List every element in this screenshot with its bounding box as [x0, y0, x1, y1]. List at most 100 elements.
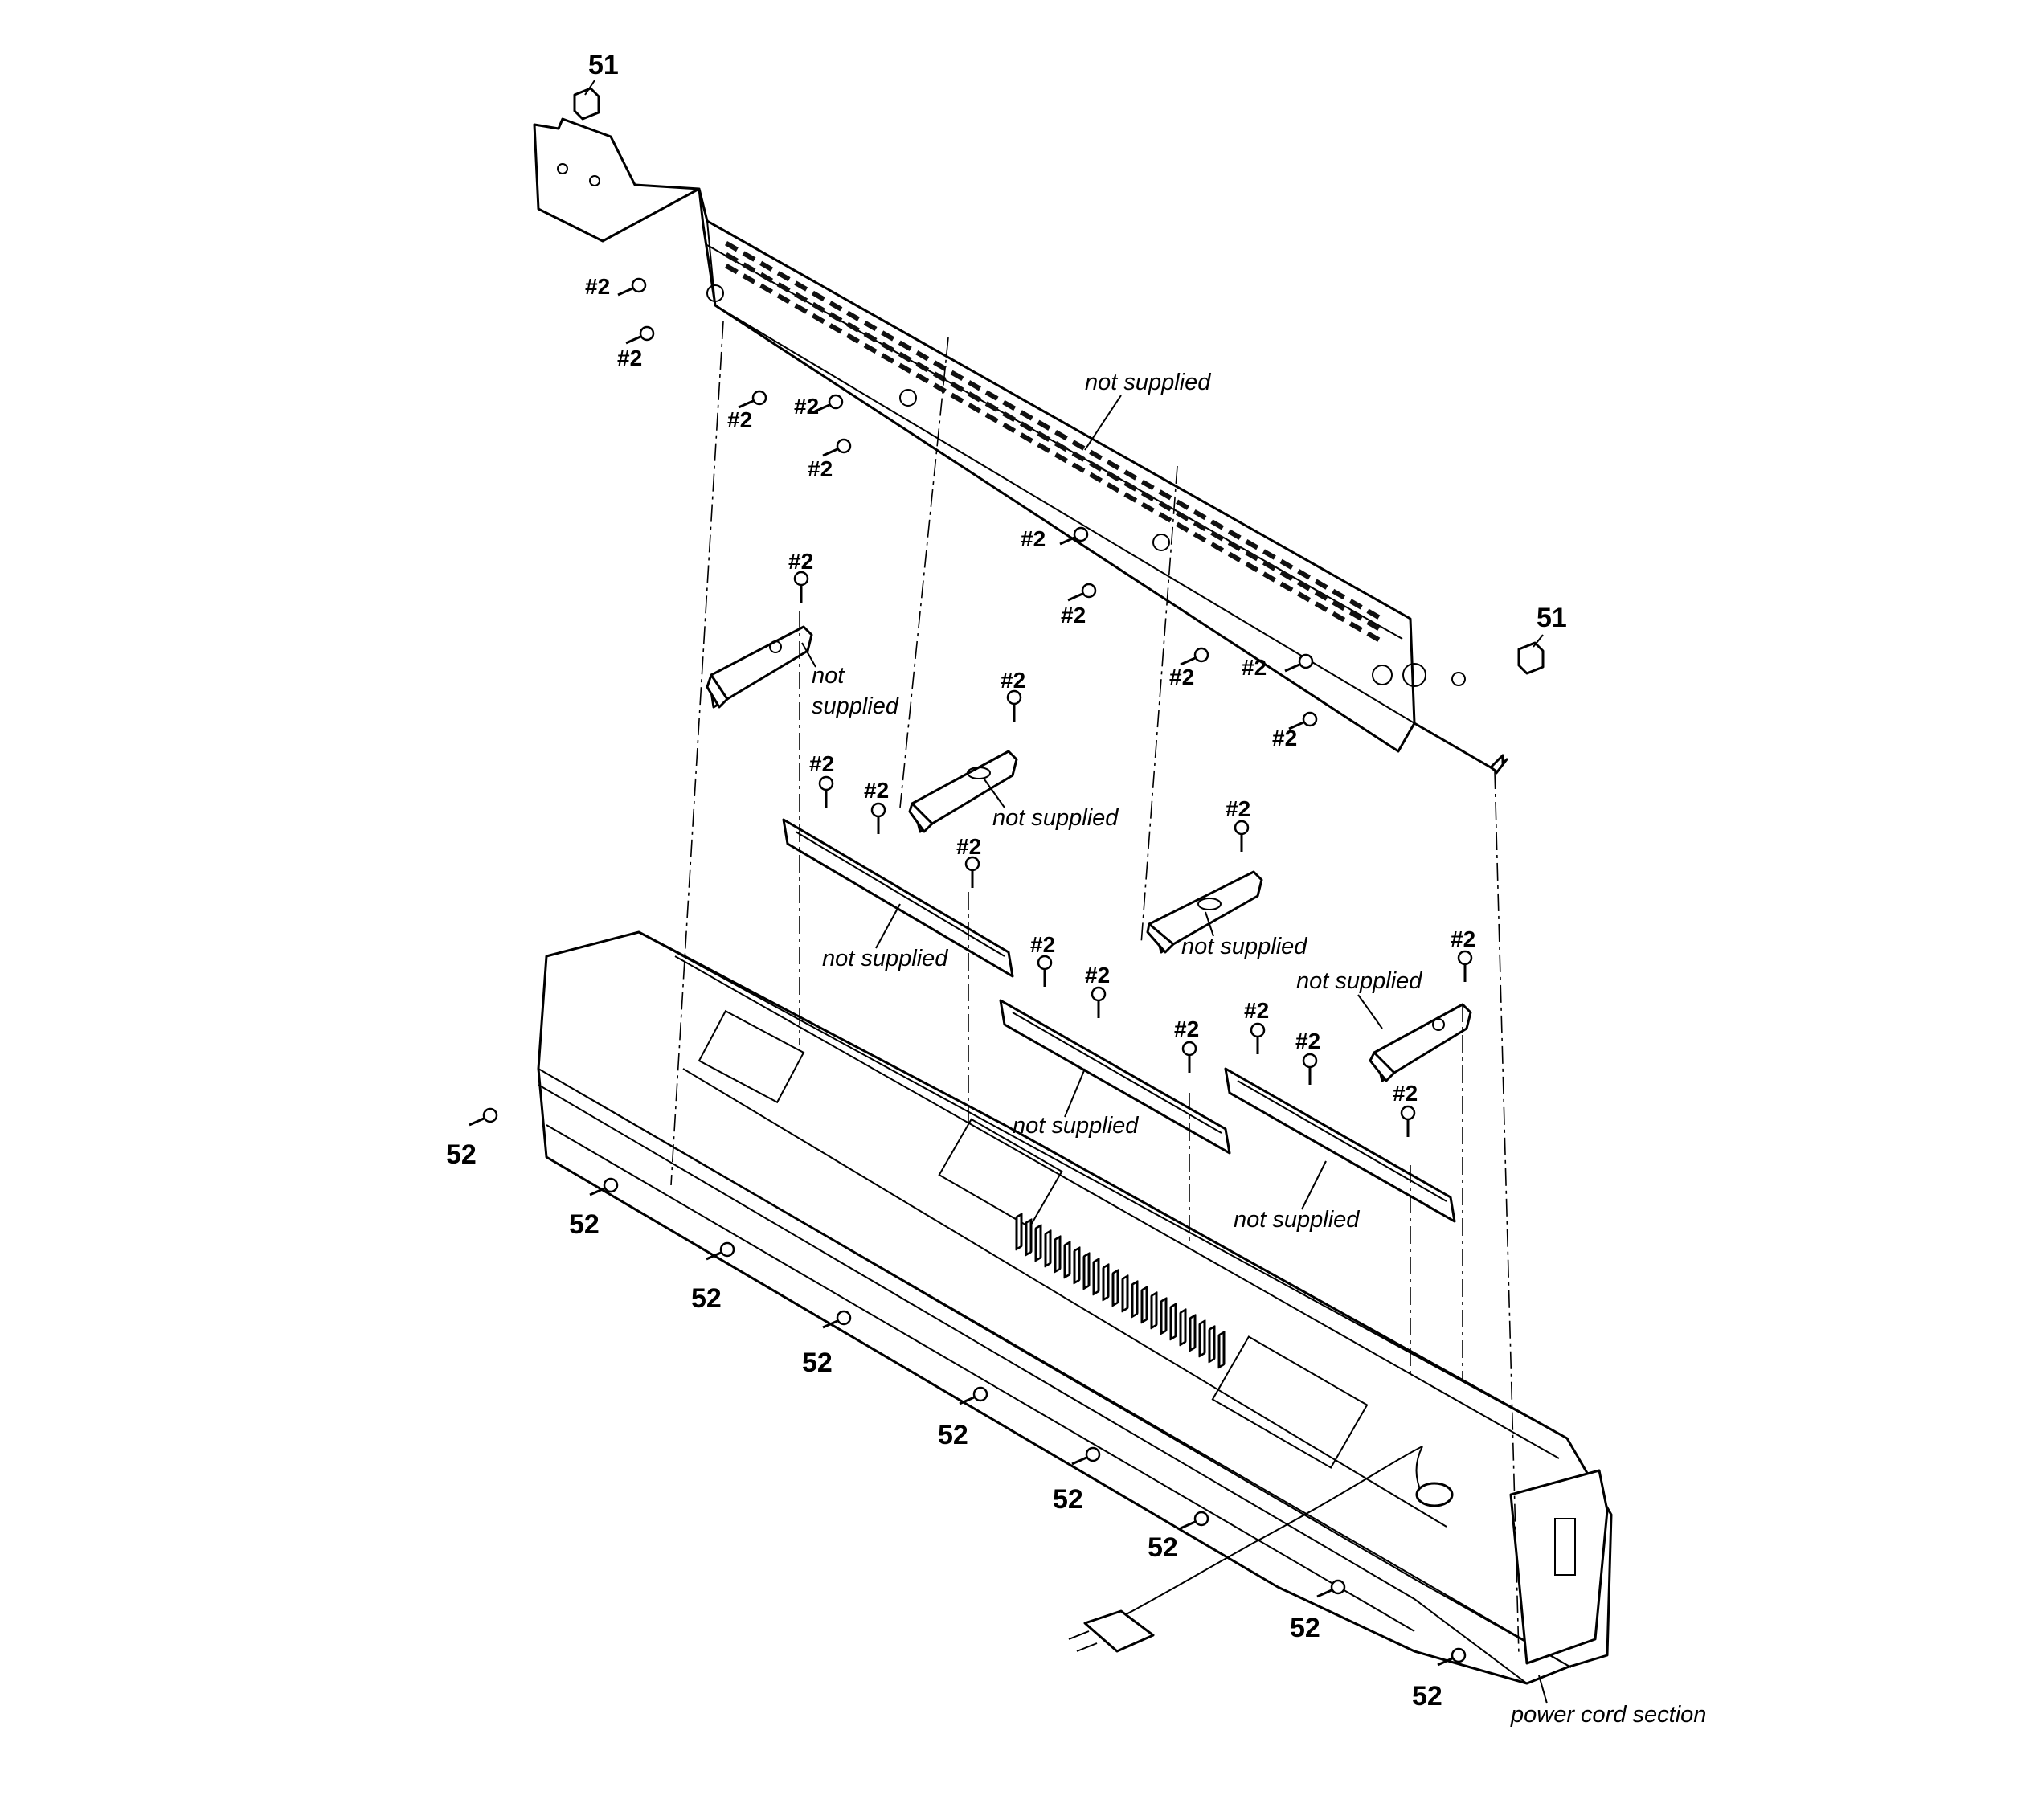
vent-slot	[1227, 529, 1242, 540]
vent-slot	[1037, 442, 1051, 453]
vent-slot	[1158, 512, 1172, 523]
label-screw-2: #2	[809, 751, 834, 776]
vent-slot	[1089, 449, 1103, 460]
vent-slot	[932, 371, 947, 382]
vent-slot	[1366, 631, 1381, 642]
label-part-51-top: 51	[588, 50, 619, 80]
vent-slot	[776, 282, 791, 293]
vent-slot	[1279, 570, 1294, 581]
vent-slot	[1227, 551, 1242, 562]
vent-slot	[1314, 579, 1328, 590]
vent-slot	[1002, 422, 1017, 434]
label-not-supplied-frame: not supplied	[1085, 370, 1211, 395]
vent-slot	[863, 331, 878, 343]
label-part-52: 52	[802, 1348, 833, 1378]
label-not-supplied-rail-1: not supplied	[822, 946, 948, 971]
screw	[821, 438, 852, 457]
heatsink-fin	[1179, 1308, 1187, 1347]
heatsink-fin	[1082, 1252, 1091, 1290]
vent-slot	[898, 340, 912, 351]
vent-slot	[1279, 558, 1294, 570]
vent-slot	[932, 360, 947, 371]
screw	[468, 1107, 498, 1127]
vent-slot	[1262, 560, 1276, 571]
vent-slot	[915, 373, 930, 384]
vent-slot	[1071, 451, 1086, 462]
vent-slot	[1314, 590, 1328, 601]
vent-slot	[984, 412, 999, 423]
vent-slot	[1123, 481, 1138, 492]
vent-slot	[1297, 580, 1311, 591]
heatsink-fin	[1121, 1274, 1129, 1313]
vent-slot	[898, 351, 912, 362]
screw	[1302, 1053, 1318, 1086]
vent-slot	[794, 292, 808, 303]
label-not-supplied-bracket-3: not supplied	[1181, 934, 1307, 959]
vent-slot	[725, 240, 739, 252]
heatsink-fin	[1015, 1213, 1023, 1251]
bracket-small-2	[908, 750, 1018, 833]
vent-slot	[759, 260, 774, 272]
label-part-52: 52	[691, 1283, 722, 1314]
vent-slot	[1297, 591, 1311, 603]
vent-slot	[1019, 410, 1033, 421]
vent-slot	[794, 280, 808, 292]
heatsink-fin	[1160, 1297, 1168, 1335]
label-screw-2: #2	[1244, 998, 1269, 1023]
label-screw-2: #2	[1001, 668, 1025, 693]
vent-slot	[725, 252, 739, 264]
vent-slot	[1366, 620, 1381, 631]
screw	[1179, 647, 1209, 666]
vent-slot	[1348, 599, 1363, 610]
vent-slot	[1176, 510, 1189, 521]
heatsink-fin	[1044, 1229, 1052, 1268]
label-not-supplied-bracket-4: not supplied	[1296, 968, 1422, 994]
vent-slot	[915, 350, 930, 362]
vent-slot	[742, 262, 756, 273]
label-screw-2: #2	[788, 549, 813, 574]
vent-slot	[846, 310, 860, 321]
label-screw-2: #2	[808, 456, 833, 481]
vent-slot	[1332, 599, 1346, 611]
vent-slot	[863, 342, 878, 354]
vent-slot	[1193, 520, 1207, 532]
vent-slot	[1089, 472, 1103, 483]
vent-slot	[742, 251, 756, 262]
vent-slot	[898, 362, 912, 374]
vent-slot	[1054, 452, 1068, 464]
label-screw-2: #2	[585, 274, 610, 299]
vent-slot	[1210, 530, 1225, 542]
vent-slot	[968, 403, 981, 414]
vent-slot	[725, 264, 739, 275]
vent-slot	[1332, 611, 1346, 623]
label-screw-2: #2	[864, 778, 889, 803]
vent-slot	[1348, 610, 1363, 621]
vent-slot	[829, 312, 843, 323]
vent-slot	[950, 370, 964, 381]
label-screw-2: #2	[617, 346, 642, 370]
heatsink-fin	[1208, 1325, 1216, 1364]
label-screw-2: #2	[1242, 655, 1267, 680]
vent-slot	[1071, 440, 1086, 451]
bracket-small-1	[706, 625, 813, 709]
vent-slot	[776, 271, 791, 282]
label-part-52: 52	[1412, 1681, 1442, 1712]
label-screw-2: #2	[1272, 726, 1297, 750]
heatsink-fin	[1063, 1241, 1071, 1279]
screw	[1234, 820, 1250, 853]
heatsink-fin	[1140, 1286, 1148, 1324]
vent-slot	[829, 301, 843, 312]
vent-slot	[950, 381, 964, 392]
vent-slot	[1176, 499, 1189, 510]
vent-slot	[1193, 531, 1207, 543]
vent-slot	[1002, 399, 1017, 411]
vent-slot	[984, 390, 999, 401]
label-power-cord-section: power cord section	[1510, 1702, 1706, 1728]
vent-slot	[1176, 521, 1189, 533]
rail-bracket-1	[782, 818, 1014, 978]
screw	[1400, 1105, 1416, 1139]
screw	[1006, 689, 1022, 723]
part-51-cap-right	[1517, 641, 1545, 675]
vent-slot	[1210, 542, 1225, 553]
vent-slot	[881, 342, 895, 353]
